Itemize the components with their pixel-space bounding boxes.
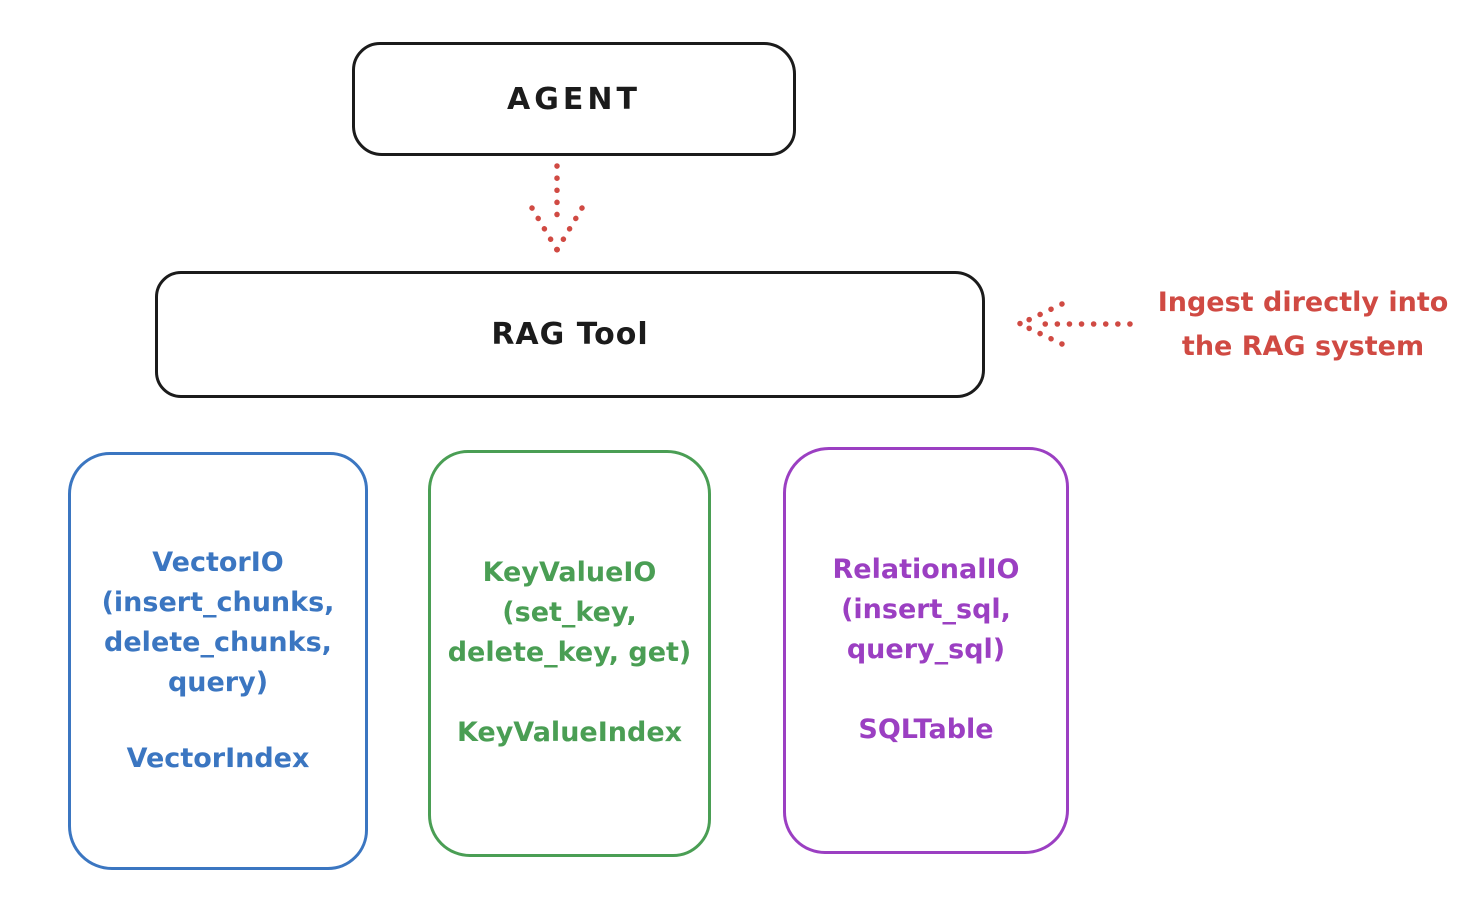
arrow-down-agent-to-ragtool-icon <box>529 163 585 254</box>
annotation-line-2: the RAG system <box>1181 331 1425 362</box>
node-key-value-io: KeyValueIO (set_key, delete_key, get) Ke… <box>428 450 711 857</box>
key-value-io-methods-line-2: delete_key, get) <box>447 637 692 668</box>
relational-io-title: RelationalIO <box>832 554 1020 585</box>
arrow-left-annotation-to-ragtool-icon <box>1017 301 1133 347</box>
node-rag-tool: RAG Tool <box>155 271 985 398</box>
relational-io-methods-line-1: (insert_sql, <box>841 594 1011 625</box>
vector-io-methods-line-3: query) <box>167 667 269 698</box>
vector-io-methods-line-1: (insert_chunks, <box>101 587 335 618</box>
node-vector-io: VectorIO (insert_chunks, delete_chunks, … <box>68 452 368 870</box>
relational-io-methods-line-2: query_sql) <box>846 634 1006 665</box>
vector-io-title: VectorIO <box>152 547 284 578</box>
sql-table-label: SQLTable <box>858 714 994 745</box>
vector-io-methods-line-2: delete_chunks, <box>104 627 332 658</box>
key-value-io-title: KeyValueIO <box>482 557 657 588</box>
key-value-io-methods-line-1: (set_key, <box>502 597 637 628</box>
annotation-line-1: Ingest directly into <box>1157 287 1449 318</box>
node-agent: AGENT <box>352 42 796 156</box>
annotation-ingest-note: Ingest directly into the RAG system <box>1128 281 1478 369</box>
node-agent-label: AGENT <box>507 81 641 117</box>
vector-index-label: VectorIndex <box>126 743 310 774</box>
node-relational-io: RelationalIO (insert_sql, query_sql) SQL… <box>783 447 1069 854</box>
key-value-index-label: KeyValueIndex <box>456 717 683 748</box>
node-rag-tool-label: RAG Tool <box>491 317 649 352</box>
